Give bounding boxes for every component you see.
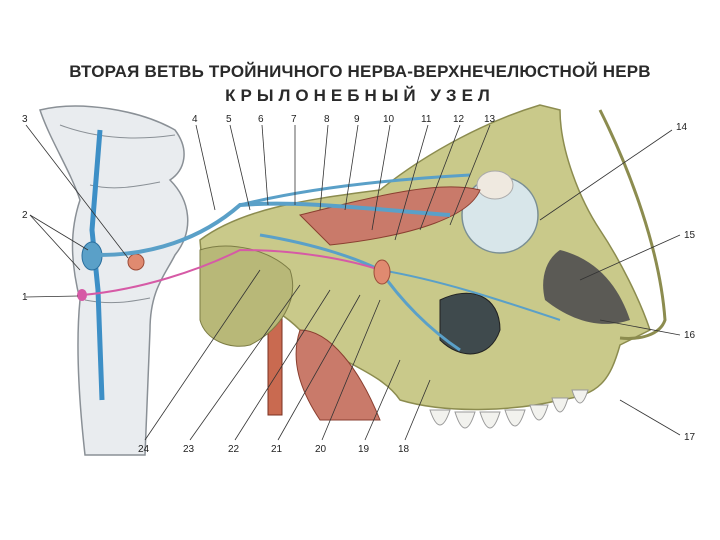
- label-9: 9: [354, 114, 360, 125]
- tooth: [479, 411, 501, 429]
- label-17: 17: [684, 432, 696, 443]
- pterygopalatine-ganglion: [373, 259, 391, 285]
- leader-line: [234, 289, 331, 441]
- leader-line: [364, 359, 401, 441]
- diagram-subtitle: КРЫЛОНЕБНЫЙ УЗЕЛ: [225, 86, 495, 105]
- label-12: 12: [453, 114, 465, 125]
- label-4: 4: [192, 114, 198, 125]
- label-20: 20: [315, 444, 327, 455]
- label-19: 19: [358, 444, 370, 455]
- label-5: 5: [226, 114, 232, 125]
- label-7: 7: [291, 114, 297, 125]
- leader-line: [277, 294, 361, 441]
- label-8: 8: [324, 114, 330, 125]
- leader-line: [419, 124, 461, 231]
- label-6: 6: [258, 114, 264, 125]
- nasal-cavity: [543, 250, 630, 324]
- tooth: [429, 409, 451, 426]
- leader-line: [394, 124, 429, 241]
- leader-line: [195, 124, 216, 211]
- leader-line: [319, 124, 329, 211]
- label-3: 3: [22, 114, 28, 125]
- label-2: 2: [22, 210, 28, 221]
- label-22: 22: [228, 444, 240, 455]
- leader-line: [599, 319, 681, 336]
- pterygoid-muscle: [295, 329, 381, 421]
- leader-line: [449, 124, 491, 226]
- label-21: 21: [271, 444, 283, 455]
- label-10: 10: [383, 114, 395, 125]
- sensory-nucleus: [81, 241, 103, 271]
- leader-line: [321, 299, 381, 441]
- leader-line: [539, 129, 673, 221]
- lacrimal-gland: [476, 170, 514, 200]
- label-24: 24: [138, 444, 150, 455]
- label-11: 11: [421, 114, 432, 125]
- leader-line: [229, 124, 251, 211]
- tooth: [454, 411, 476, 429]
- leader-line: [404, 379, 431, 441]
- brainstem-fold: [59, 124, 176, 139]
- leader-line: [29, 214, 81, 271]
- leader-line: [25, 124, 129, 259]
- tooth: [551, 397, 569, 413]
- leader-line: [29, 214, 89, 251]
- tooth: [529, 404, 549, 421]
- ophthalmic-nerve: [239, 173, 471, 207]
- sensory-ganglion: [127, 253, 145, 271]
- leader-line: [25, 295, 79, 298]
- leader-line: [344, 124, 359, 211]
- brainstem: [39, 105, 189, 456]
- facial-nerve-pink: [81, 248, 381, 296]
- label-15: 15: [684, 230, 696, 241]
- leader-line: [189, 284, 301, 441]
- diagram-title: ВТОРАЯ ВЕТВЬ ТРОЙНИЧНОГО НЕРВА-ВЕРХНЕЧЕЛ…: [69, 62, 651, 81]
- label-14: 14: [676, 122, 688, 133]
- label-13: 13: [484, 114, 496, 125]
- label-1: 1: [22, 292, 28, 303]
- brainstem-fold: [84, 297, 151, 304]
- leader-line: [619, 399, 681, 436]
- nose-tip: [598, 109, 667, 340]
- label-18: 18: [398, 444, 410, 455]
- tooth: [504, 409, 526, 427]
- infraorbital-nerve: [379, 269, 561, 321]
- label-23: 23: [183, 444, 195, 455]
- tooth: [571, 389, 589, 404]
- leader-line: [144, 269, 261, 441]
- temporal-bone: [199, 245, 294, 347]
- leader-line: [579, 234, 681, 281]
- eye-muscle: [299, 186, 481, 246]
- leader-line: [371, 124, 391, 231]
- leader-line: [261, 124, 269, 206]
- maxillary-sinus: [439, 292, 501, 355]
- label-16: 16: [684, 330, 696, 341]
- upper-teeth: [429, 389, 589, 429]
